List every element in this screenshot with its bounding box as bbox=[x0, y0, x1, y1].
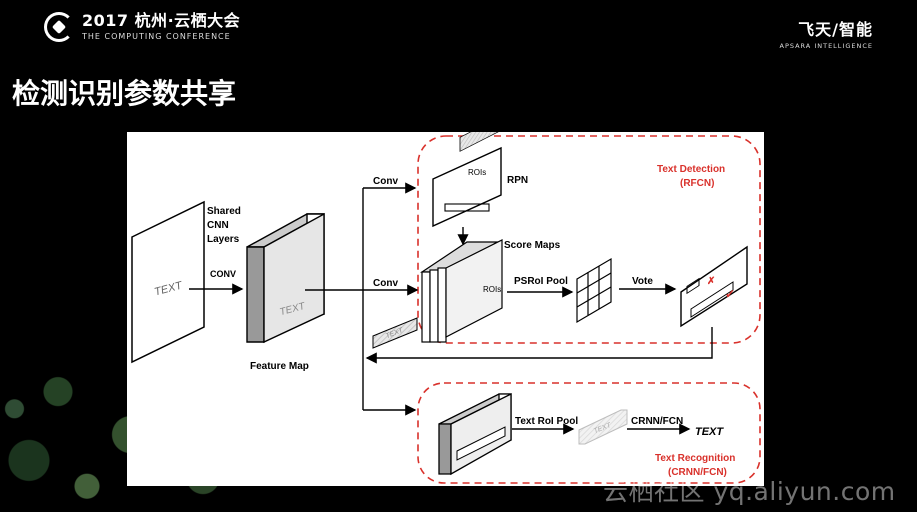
input-image: TEXT bbox=[131, 200, 205, 364]
detection-title: Text Detection bbox=[657, 164, 725, 175]
conference-title: 2017 杭州·云栖大会 bbox=[82, 11, 241, 30]
small-text-box: TEXT bbox=[372, 317, 418, 349]
recognition-input bbox=[438, 392, 512, 476]
crnn-fcn-label: CRNN/FCN bbox=[631, 416, 683, 427]
detection-output: ✗ ✓ bbox=[680, 245, 748, 328]
psroi-grid bbox=[576, 257, 612, 324]
score-maps-label: Score Maps bbox=[504, 240, 561, 251]
feature-map: TEXT bbox=[246, 212, 325, 344]
conv-label: CONV bbox=[210, 269, 236, 279]
rpn-image: ROIs bbox=[432, 146, 502, 228]
yunqi-logo-icon bbox=[44, 12, 74, 42]
wrong-mark-icon: ✗ bbox=[707, 276, 715, 287]
conv-mid-label: Conv bbox=[373, 278, 398, 289]
slide-title: 检测识别参数共享 bbox=[12, 77, 237, 110]
score-maps: ROIs bbox=[420, 132, 503, 343]
feature-map-label: Feature Map bbox=[250, 361, 309, 372]
architecture-diagram: TEXT Shared CNN Layers CONV TEXT Feature… bbox=[131, 132, 761, 484]
detection-subtitle: (RFCN) bbox=[680, 178, 714, 189]
rois-mid-label: ROIs bbox=[483, 285, 501, 294]
recognition-subtitle: (CRNN/FCN) bbox=[668, 467, 727, 478]
psroi-pool-label: PSRoI Pool bbox=[514, 276, 568, 287]
watermark: 云栖社区 yq.aliyun.com bbox=[603, 477, 896, 506]
brand-logo: 飞天/智能 APSARA INTELLIGENCE bbox=[780, 16, 874, 50]
shared-cnn-label-2: CNN bbox=[207, 220, 229, 231]
shared-cnn-label: Shared bbox=[207, 206, 241, 217]
conv-top-label: Conv bbox=[373, 176, 398, 187]
correct-mark-icon: ✓ bbox=[725, 287, 735, 301]
rpn-label: RPN bbox=[507, 175, 528, 186]
detection-group bbox=[417, 135, 761, 344]
conference-logo: 2017 杭州·云栖大会 THE COMPUTING CONFERENCE bbox=[44, 12, 240, 42]
recognition-group bbox=[417, 382, 761, 484]
output-text: TEXT bbox=[695, 426, 724, 438]
rois-top-label: ROIs bbox=[468, 168, 486, 177]
vote-label: Vote bbox=[632, 276, 653, 287]
brand-title: 飞天/智能 bbox=[798, 20, 873, 39]
arrow-return bbox=[365, 327, 713, 364]
recognition-title: Text Recognition bbox=[655, 453, 735, 464]
diagram-panel: TEXT Shared CNN Layers CONV TEXT Feature… bbox=[127, 132, 764, 486]
shared-cnn-label-3: Layers bbox=[207, 234, 240, 245]
conference-subtitle: THE COMPUTING CONFERENCE bbox=[82, 32, 231, 41]
pooled-text: TEXT bbox=[578, 409, 628, 445]
text-roi-pool-label: Text RoI Pool bbox=[515, 416, 578, 427]
brand-subtitle: APSARA INTELLIGENCE bbox=[779, 42, 873, 50]
